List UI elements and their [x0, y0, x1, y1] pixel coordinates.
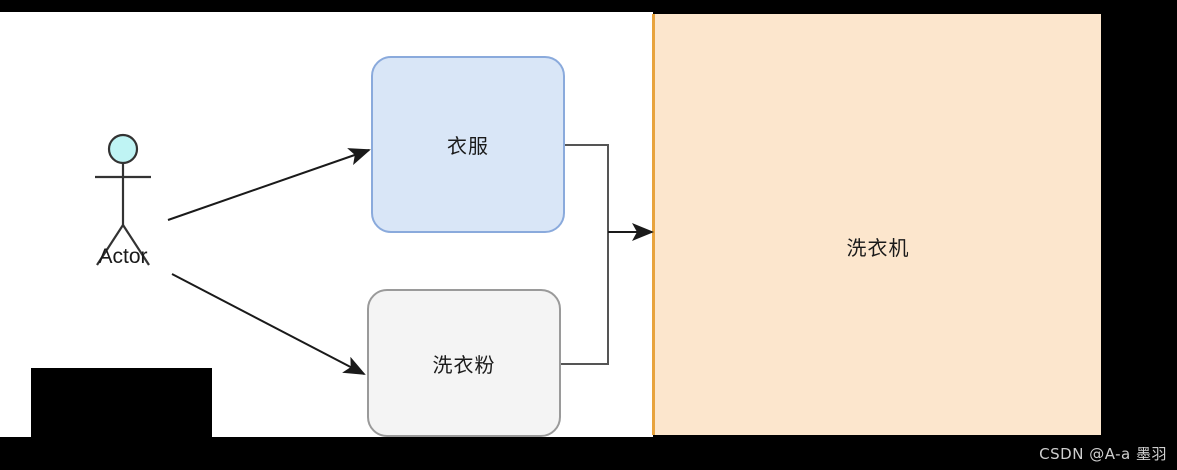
- usecase-label-clothes: 衣服: [447, 134, 489, 158]
- usecase-node-clothes[interactable]: 衣服: [371, 56, 565, 233]
- actor-node[interactable]: [85, 133, 161, 273]
- watermark-text: CSDN @A-a 墨羽: [1039, 445, 1167, 463]
- usecase-node-detergent[interactable]: 洗衣粉: [367, 289, 561, 437]
- system-boundary-label: 洗衣机: [846, 236, 910, 260]
- usecase-label-detergent: 洗衣粉: [432, 352, 496, 377]
- system-boundary-region[interactable]: 洗衣机: [652, 14, 1101, 435]
- actor-label: Actor: [98, 245, 148, 268]
- stick-figure-actor-icon: [95, 133, 151, 266]
- redacted-block: [31, 368, 212, 437]
- bottom-bar: [0, 437, 1177, 470]
